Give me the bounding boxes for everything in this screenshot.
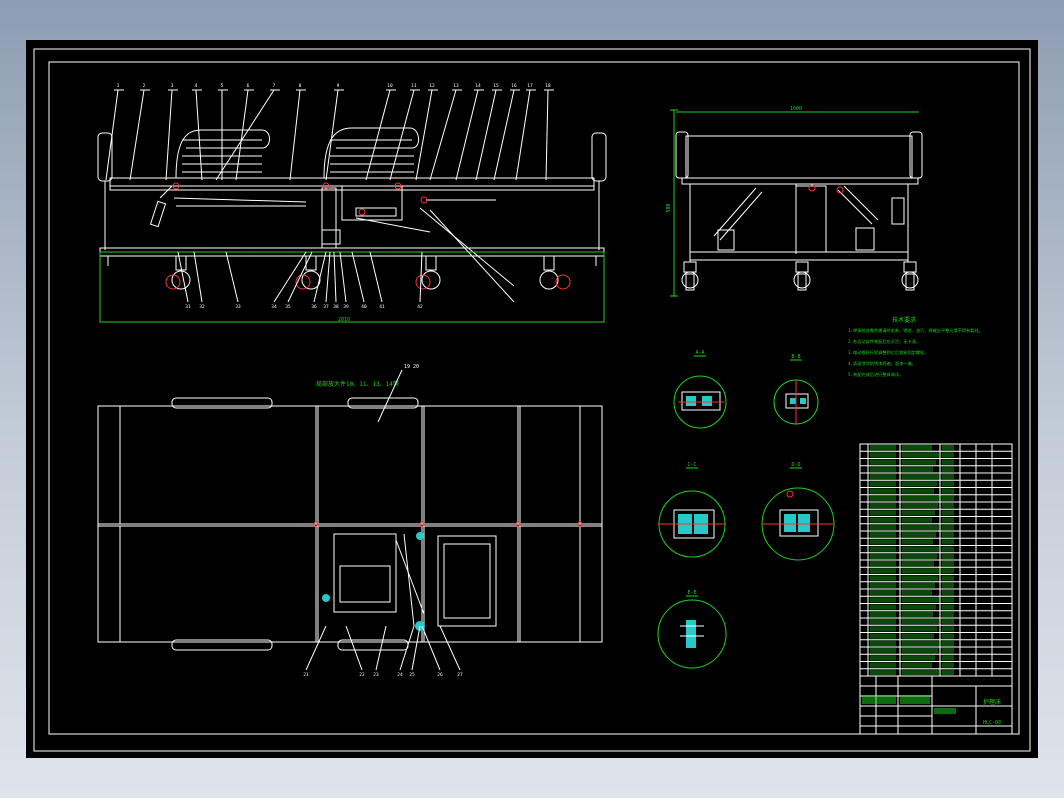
svg-text:D-D: D-D [791, 462, 800, 468]
svg-text:B-B: B-B [791, 354, 800, 360]
drawing-number: HLC-00 [983, 720, 1001, 726]
elevation-balloon: 3 [171, 83, 174, 89]
elevation-bottom-balloon: 36 [311, 304, 317, 310]
plan-view-note: 局部放大件10、11、13、14等 [316, 380, 399, 388]
title-block: 护理床 HLC-00 [859, 675, 1013, 735]
elevation-balloon: 15 [493, 83, 499, 89]
elevation-balloon: 1 [117, 83, 120, 89]
elevation-balloon: 11 [411, 83, 417, 89]
side-width-dimension: 1000 [790, 106, 802, 112]
elevation-balloon: 17 [527, 83, 533, 89]
side-elevation-view: 1000 500 [666, 106, 923, 297]
elevation-bottom-balloon: 42 [417, 304, 423, 310]
tech-req-title: 技术要求 [892, 316, 916, 324]
detail-view-a: A-A [673, 350, 727, 429]
elevation-balloon: 9 [337, 83, 340, 89]
elevation-bottom-balloon: 34 [271, 304, 277, 310]
elevation-bottom-balloon: 37 [323, 304, 329, 310]
bill-of-materials [859, 443, 1013, 677]
plan-balloon: 27 [457, 672, 463, 678]
elevation-balloon: 4 [195, 83, 198, 89]
overall-width-dimension: 2010 [338, 317, 350, 323]
sheet-inner-border [48, 61, 1020, 735]
technical-requirements: 技术要求 1.焊接前各零件需清除毛刺、锈迹、油污，焊缝应平整光滑不得有裂纹。 2.… [848, 316, 983, 378]
plan-top-balloon: 19 20 [404, 364, 419, 370]
elevation-bottom-balloon: 41 [379, 304, 385, 310]
elevation-bottom-balloon: 35 [285, 304, 291, 310]
svg-text:A-A: A-A [695, 350, 704, 356]
elevation-balloon: 6 [247, 83, 250, 89]
side-height-dimension: 500 [666, 203, 672, 212]
detail-view-c: C-C [658, 462, 726, 558]
elevation-bottom-balloon: 33 [235, 304, 241, 310]
plan-balloon: 26 [437, 672, 443, 678]
tech-req-line: 5.装配完成后进行整体调试。 [848, 371, 903, 378]
elevation-bottom-balloon: 32 [199, 304, 205, 310]
detail-views: A-A B-B C-C D-D [657, 350, 835, 669]
elevation-bottom-balloon: 40 [361, 304, 367, 310]
elevation-bottom-balloon-group: 31 32 33 34 35 36 37 38 39 40 41 42 [177, 209, 515, 310]
tech-req-line: 3.电动推杆行程调整到位后锁紧固定螺栓。 [848, 349, 928, 356]
plan-balloon: 22 [359, 672, 365, 678]
elevation-balloon: 16 [511, 83, 517, 89]
plan-balloon: 23 [373, 672, 379, 678]
elevation-balloon: 12 [429, 83, 435, 89]
elevation-balloon: 13 [453, 83, 459, 89]
elevation-bottom-balloon: 39 [343, 304, 349, 310]
elevation-balloon: 10 [387, 83, 393, 89]
tech-req-line: 2.各运动部件装配后应灵活，无卡滞。 [848, 338, 920, 345]
elevation-balloon: 8 [299, 83, 302, 89]
plan-balloon: 21 [303, 672, 309, 678]
elevation-balloon: 7 [273, 83, 276, 89]
elevation-balloon: 18 [545, 83, 551, 89]
front-casters [165, 255, 571, 290]
detail-view-e: E-E [657, 590, 727, 669]
elevation-balloon: 2 [143, 83, 146, 89]
plan-balloon: 25 [409, 672, 415, 678]
tech-req-line: 4.表面喷涂防锈漆两遍，面漆一遍。 [848, 360, 916, 367]
elevation-bottom-balloon: 38 [333, 304, 339, 310]
drawing-name: 护理床 [983, 698, 1001, 706]
elevation-balloon: 5 [221, 83, 224, 89]
elevation-bottom-balloon: 31 [185, 304, 191, 310]
svg-text:E-E: E-E [687, 590, 696, 596]
sheet-outer-border [33, 48, 1031, 752]
detail-view-d: D-D [761, 462, 835, 561]
plan-balloon: 24 [397, 672, 403, 678]
plan-view: 局部放大件10、11、13、14等 19 20 21 22 23 24 25 26 27 [97, 364, 603, 678]
detail-view-b: B-B [773, 354, 819, 425]
plan-bottom-balloon-group: 21 22 23 24 25 26 27 [303, 625, 463, 678]
elevation-balloon: 14 [475, 83, 481, 89]
tech-req-line: 1.焊接前各零件需清除毛刺、锈迹、油污，焊缝应平整光滑不得有裂纹。 [848, 327, 983, 334]
svg-text:C-C: C-C [687, 462, 696, 468]
